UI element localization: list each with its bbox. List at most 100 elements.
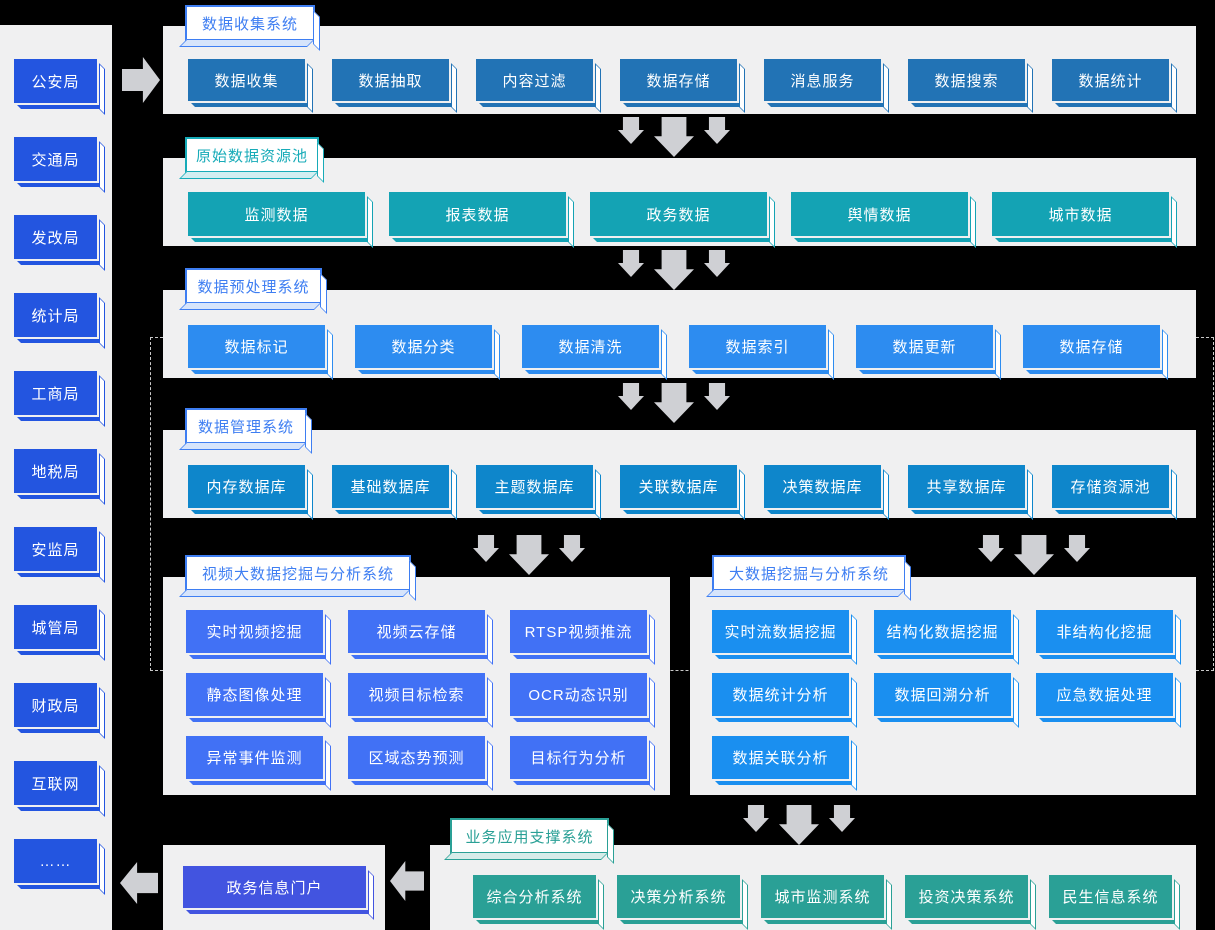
portal-panel: 政务信息门户 xyxy=(163,845,385,930)
module-node: 异常事件监测 xyxy=(186,736,323,779)
module-node: 数据存储 xyxy=(1023,325,1160,368)
data-node: 舆情数据 xyxy=(791,192,968,236)
arrow-down-icon xyxy=(618,117,644,144)
arrow-down-icon xyxy=(704,383,730,410)
section-big-data-mining-panel: 实时流数据挖掘 结构化数据挖掘 非结构化挖掘 数据统计分析 数据回溯分析 应急数… xyxy=(690,577,1196,795)
module-node: 内容过滤 xyxy=(476,59,593,101)
module-node: 数据分类 xyxy=(355,325,492,368)
database-node: 主题数据库 xyxy=(476,465,593,508)
section-title-tag: 原始数据资源池 xyxy=(185,137,319,173)
source-node: 安监局 xyxy=(14,527,97,571)
arrow-down-icon xyxy=(829,805,855,832)
arrow-down-icon xyxy=(618,383,644,410)
arrow-down-icon xyxy=(1064,535,1090,562)
data-node: 城市数据 xyxy=(992,192,1169,236)
arrow-left-icon xyxy=(390,861,424,901)
arrow-down-icon xyxy=(654,383,694,423)
module-node: 数据更新 xyxy=(856,325,993,368)
module-node: 数据索引 xyxy=(689,325,826,368)
source-node: 城管局 xyxy=(14,605,97,649)
system-node: 民生信息系统 xyxy=(1049,875,1172,918)
module-node: 应急数据处理 xyxy=(1036,673,1173,716)
section-management-panel: 内存数据库 基础数据库 主题数据库 关联数据库 决策数据库 共享数据库 存储资源… xyxy=(163,430,1196,518)
module-node: 数据抽取 xyxy=(332,59,449,101)
data-node: 政务数据 xyxy=(590,192,767,236)
module-node: OCR动态识别 xyxy=(510,673,647,716)
module-node: 数据搜索 xyxy=(908,59,1025,101)
module-node: 实时视频挖掘 xyxy=(186,610,323,653)
section-title-tag: 视频大数据挖掘与分析系统 xyxy=(185,555,411,591)
module-node: 数据统计分析 xyxy=(712,673,849,716)
flow-arrows xyxy=(618,383,730,423)
system-node: 城市监测系统 xyxy=(761,875,884,918)
arrow-down-icon xyxy=(704,250,730,277)
section-title-tag: 数据预处理系统 xyxy=(185,268,322,304)
section-preprocess-panel: 数据标记 数据分类 数据清洗 数据索引 数据更新 数据存储 xyxy=(163,290,1196,378)
flow-arrows xyxy=(743,805,855,845)
arrow-down-icon xyxy=(618,250,644,277)
module-node: 数据清洗 xyxy=(522,325,659,368)
arrow-down-icon xyxy=(559,535,585,562)
database-node: 内存数据库 xyxy=(188,465,305,508)
source-node: 互联网 xyxy=(14,761,97,805)
arrow-down-icon xyxy=(654,250,694,290)
module-node: 目标行为分析 xyxy=(510,736,647,779)
module-node: 数据收集 xyxy=(188,59,305,101)
module-node: 实时流数据挖掘 xyxy=(712,610,849,653)
flow-arrows xyxy=(618,250,730,290)
section-title-tag: 数据管理系统 xyxy=(185,408,307,444)
section-video-mining-panel: 实时视频挖掘 视频云存储 RTSP视频推流 静态图像处理 视频目标检索 OCR动… xyxy=(163,577,670,795)
module-node: 视频目标检索 xyxy=(348,673,485,716)
sidebar-panel: 公安局 交通局 发改局 统计局 工商局 地税局 安监局 城管局 财政局 互联网 … xyxy=(0,25,112,930)
module-node: 消息服务 xyxy=(764,59,881,101)
arrow-down-icon xyxy=(743,805,769,832)
data-node: 报表数据 xyxy=(389,192,566,236)
portal-node: 政务信息门户 xyxy=(183,866,366,908)
database-node: 关联数据库 xyxy=(620,465,737,508)
module-node: 数据关联分析 xyxy=(712,736,849,779)
section-title-tag: 业务应用支撑系统 xyxy=(450,818,609,854)
system-node: 决策分析系统 xyxy=(617,875,740,918)
source-node: 交通局 xyxy=(14,137,97,181)
system-node: 综合分析系统 xyxy=(473,875,596,918)
database-node: 基础数据库 xyxy=(332,465,449,508)
module-node: 静态图像处理 xyxy=(186,673,323,716)
data-node: 监测数据 xyxy=(188,192,365,236)
arrow-down-icon xyxy=(1014,535,1054,575)
module-node: 数据回溯分析 xyxy=(874,673,1011,716)
arrow-down-icon xyxy=(473,535,499,562)
source-node: 统计局 xyxy=(14,293,97,337)
module-node: 视频云存储 xyxy=(348,610,485,653)
system-node: 投资决策系统 xyxy=(905,875,1028,918)
source-node-more: …… xyxy=(14,839,97,883)
module-node: 数据存储 xyxy=(620,59,737,101)
module-node: 区域态势预测 xyxy=(348,736,485,779)
arrow-left-icon xyxy=(120,862,158,904)
source-node: 发改局 xyxy=(14,215,97,259)
section-title-tag: 大数据挖掘与分析系统 xyxy=(712,555,906,591)
section-collection-panel: 数据收集 数据抽取 内容过滤 数据存储 消息服务 数据搜索 数据统计 xyxy=(163,26,1196,114)
arrow-down-icon xyxy=(654,117,694,157)
module-node: 数据统计 xyxy=(1052,59,1169,101)
database-node: 存储资源池 xyxy=(1052,465,1169,508)
module-node: 非结构化挖掘 xyxy=(1036,610,1173,653)
arrow-right-icon xyxy=(122,57,160,103)
arrow-down-icon xyxy=(978,535,1004,562)
module-node: 数据标记 xyxy=(188,325,325,368)
arrow-down-icon xyxy=(509,535,549,575)
source-node: 地税局 xyxy=(14,449,97,493)
source-node: 财政局 xyxy=(14,683,97,727)
arrow-down-icon xyxy=(704,117,730,144)
flow-arrows xyxy=(978,535,1090,575)
module-node: RTSP视频推流 xyxy=(510,610,647,653)
module-node: 结构化数据挖掘 xyxy=(874,610,1011,653)
flow-arrows xyxy=(473,535,585,575)
flow-arrows xyxy=(618,117,730,157)
source-node: 工商局 xyxy=(14,371,97,415)
source-node: 公安局 xyxy=(14,59,97,103)
arrow-down-icon xyxy=(779,805,819,845)
section-raw-pool-panel: 监测数据 报表数据 政务数据 舆情数据 城市数据 xyxy=(163,158,1196,246)
database-node: 共享数据库 xyxy=(908,465,1025,508)
section-title-tag: 数据收集系统 xyxy=(185,5,315,41)
